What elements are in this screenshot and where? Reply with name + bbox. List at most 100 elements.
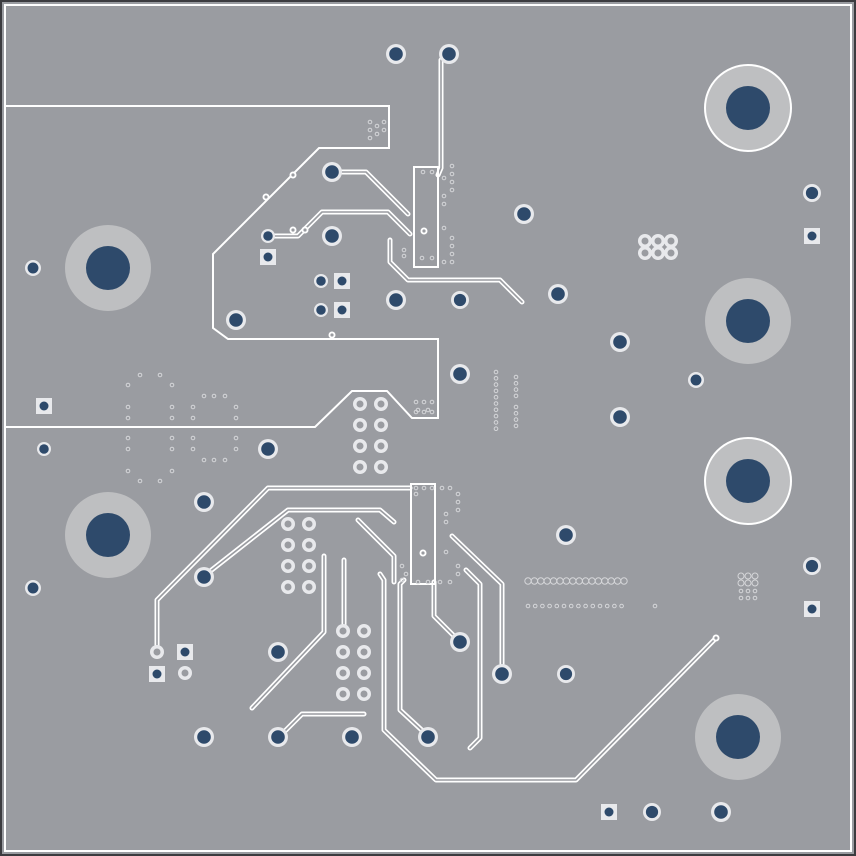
connector-pin: [178, 666, 192, 680]
micro-via: [421, 485, 427, 491]
micro-via: [399, 563, 405, 569]
micro-via: [568, 603, 574, 609]
micro-via: [738, 595, 744, 601]
micro-via: [493, 376, 499, 381]
connector-pin: [302, 517, 316, 531]
micro-via: [449, 235, 455, 241]
vias: [25, 44, 821, 822]
via: [386, 290, 406, 310]
micro-via: [330, 333, 334, 337]
trace-cores: [156, 59, 717, 781]
micro-via: [737, 572, 745, 580]
micro-via: [583, 603, 588, 609]
micro-via: [429, 409, 435, 415]
micro-via: [604, 603, 610, 609]
micro-via: [737, 579, 745, 587]
micro-via: [540, 603, 545, 609]
ic-outline-upper: [413, 166, 439, 268]
connector-pin: [651, 234, 665, 248]
micro-via: [449, 179, 455, 185]
via: [556, 525, 576, 545]
via: [514, 204, 534, 224]
micro-via: [222, 457, 228, 463]
micro-via: [547, 603, 552, 609]
via: [25, 580, 41, 596]
micro-via: [367, 119, 373, 125]
micro-via: [513, 404, 519, 410]
micro-via: [447, 579, 453, 585]
via: [610, 332, 630, 352]
via: [803, 184, 821, 202]
micro-via: [421, 399, 427, 405]
micro-via: [612, 603, 617, 609]
micro-via: [493, 413, 499, 419]
micro-via: [493, 401, 499, 406]
micro-via: [745, 588, 751, 594]
mounting-hole: [65, 225, 151, 311]
micro-via: [367, 135, 373, 141]
micro-via: [525, 603, 531, 609]
via: [322, 162, 342, 182]
micro-via: [439, 485, 445, 491]
square-pad: [334, 273, 350, 289]
micro-via: [441, 259, 447, 265]
micro-via: [513, 423, 519, 429]
micro-via: [201, 457, 207, 463]
micro-via: [441, 201, 447, 207]
square-pad: [334, 302, 350, 318]
micro-via: [374, 123, 380, 129]
via: [450, 364, 470, 384]
mounting-hole: [695, 694, 781, 780]
micro-via: [493, 369, 499, 375]
connector-pin: [336, 645, 350, 659]
mounting-holes: [65, 64, 792, 780]
via: [25, 260, 41, 276]
connector-pin: [302, 580, 316, 594]
micro-via: [590, 603, 596, 609]
micro-via: [291, 228, 295, 232]
connector-pin: [281, 559, 295, 573]
micro-via: [493, 394, 499, 400]
square-pad: [601, 804, 617, 820]
micro-via: [429, 255, 435, 261]
micro-via: [752, 595, 758, 601]
micro-via: [422, 229, 426, 233]
micro-via: [125, 468, 131, 474]
micro-via: [190, 415, 196, 421]
square-pad: [36, 398, 52, 414]
micro-via: [441, 175, 447, 181]
connector-pin: [281, 517, 295, 531]
micro-via: [429, 169, 435, 175]
connector-pin: [664, 246, 678, 260]
micro-via: [211, 457, 217, 463]
connector-pin: [357, 645, 371, 659]
micro-via: [751, 579, 759, 587]
via: [261, 229, 275, 243]
via: [711, 802, 731, 822]
micro-via: [443, 549, 449, 555]
micro-via: [413, 409, 419, 415]
micro-via: [303, 228, 307, 232]
micro-via: [429, 399, 435, 405]
micro-via: [513, 374, 519, 380]
micro-via: [419, 255, 425, 261]
via: [194, 567, 214, 587]
micro-via: [744, 572, 752, 580]
micro-via: [493, 426, 499, 432]
micro-via: [125, 446, 131, 452]
via: [37, 442, 51, 456]
micro-via: [554, 603, 560, 609]
connector-pin: [336, 687, 350, 701]
micro-via: [620, 577, 628, 585]
micro-via: [493, 382, 499, 387]
micro-via: [125, 404, 131, 410]
micro-via: [413, 399, 419, 405]
micro-via: [744, 579, 752, 587]
micro-via: [455, 563, 461, 569]
connector-pin: [357, 666, 371, 680]
connector-pin: [302, 559, 316, 573]
via: [322, 226, 342, 246]
micro-via: [443, 519, 449, 525]
